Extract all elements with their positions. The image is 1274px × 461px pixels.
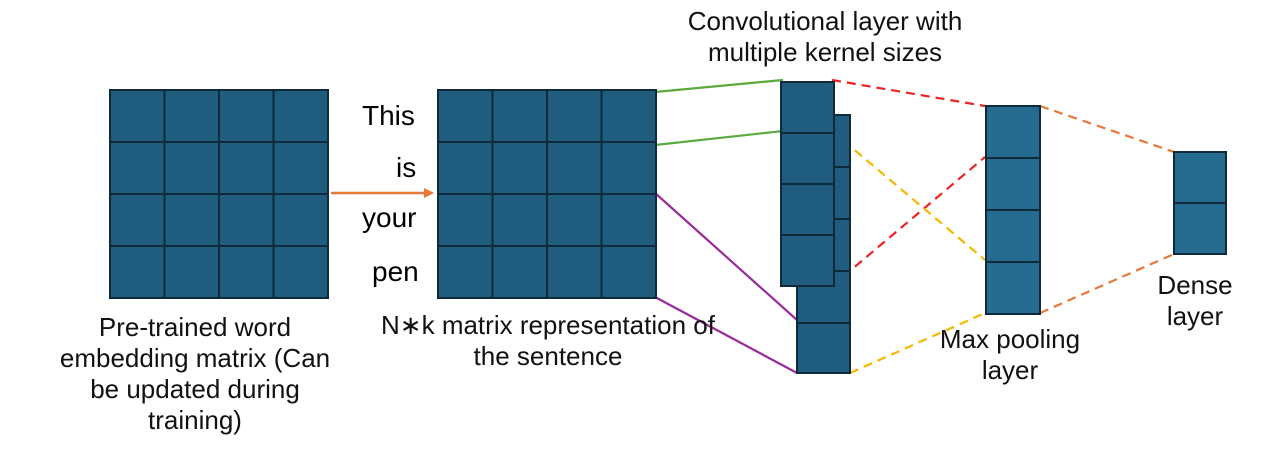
kernel2-window-line-top (654, 192, 798, 321)
sentence-matrix-cell (491, 193, 548, 247)
kernel-window-line-top (654, 78, 784, 94)
embedding-matrix-cell (109, 245, 166, 299)
embedding-matrix-cell (163, 193, 220, 247)
sentence-word-this: This (362, 100, 415, 131)
sentence-matrix-cell (600, 245, 657, 299)
conv-feature-map-k2-cell (796, 320, 851, 374)
conv-feature-map-front-cell (780, 183, 835, 236)
embedding-matrix-cell (109, 141, 166, 195)
conv-feature-map-front-cell (780, 234, 835, 287)
sentence-matrix-cell (600, 89, 657, 143)
embedding-matrix-cell (272, 89, 329, 143)
kernel2-window-line-bottom (654, 296, 798, 374)
maxpool-vector (985, 105, 1041, 315)
maxpool-vector-cell (985, 261, 1041, 315)
embedding-matrix-cell (163, 89, 220, 143)
embedding-label-line-2: embedding matrix (Can (59, 343, 331, 373)
pool-line-yellow-top (831, 130, 986, 261)
sentence-matrix-cell (600, 193, 657, 247)
sentence-matrix-cell (600, 141, 657, 195)
sentence-word-is: is (396, 152, 417, 183)
embedding-matrix-cell (109, 193, 166, 247)
sentence-matrix-cell (546, 193, 603, 247)
dense-vector-cell (1173, 151, 1227, 204)
embedding-matrix-cell (218, 193, 275, 247)
embedding-label-line-1: Pre-trained word (98, 312, 292, 342)
sentence-word-pen: pen (372, 256, 419, 287)
pool-line-yellow-bottom (849, 311, 986, 375)
sentence-matrix-cell (437, 89, 494, 143)
sentence-matrix-cell (546, 245, 603, 299)
embedding-matrix-cell (163, 245, 220, 299)
conv-layer-label: Convolutional layer with multiple kernel… (635, 6, 1015, 68)
conv-feature-map-front (780, 81, 835, 287)
sentence-matrix-cell (437, 245, 494, 299)
sentence-label-line-1: N∗k matrix representation of (381, 310, 715, 340)
sentence-matrix (437, 89, 657, 299)
sentence-matrix-cell (491, 141, 548, 195)
conv-label-line-2: multiple kernel sizes (707, 37, 943, 67)
maxpool-label-line-2: layer (981, 355, 1039, 385)
conv-feature-map-front-cell (780, 132, 835, 185)
embedding-matrix-label: Pre-trained word embedding matrix (Can b… (25, 312, 365, 436)
pool-line-red-bottom (831, 156, 986, 287)
maxpool-layer-label: Max pooling layer (915, 324, 1105, 386)
sentence-matrix-cell (437, 193, 494, 247)
maxpool-vector-cell (985, 209, 1041, 263)
maxpool-label-line-1: Max pooling (939, 324, 1081, 354)
embedding-matrix-cell (272, 193, 329, 247)
sentence-matrix-cell (546, 89, 603, 143)
embedding-matrix (109, 89, 329, 299)
embedding-matrix-cell (272, 141, 329, 195)
conv-label-line-1: Convolutional layer with (687, 6, 963, 36)
sentence-matrix-cell (546, 141, 603, 195)
kernel-window-line-bottom (654, 129, 784, 147)
embedding-label-line-4: training) (148, 405, 242, 435)
embedding-label-line-3: be updated during (90, 374, 300, 404)
matrix-blocks (109, 81, 1227, 374)
sentence-matrix-cell (437, 141, 494, 195)
dense-line-bottom (1039, 252, 1175, 315)
dense-label-line-1: Dense (1157, 270, 1233, 300)
maxpool-vector-cell (985, 157, 1041, 211)
dense-layer-label: Dense layer (1140, 270, 1250, 332)
maxpool-vector-cell (985, 105, 1041, 159)
embedding-matrix-cell (163, 141, 220, 195)
sentence-matrix-cell (491, 89, 548, 143)
pool-line-red-top (831, 78, 986, 108)
embedding-matrix-cell (218, 245, 275, 299)
sentence-matrix-cell (491, 245, 548, 299)
sentence-word-your: your (362, 202, 417, 233)
embedding-matrix-cell (218, 141, 275, 195)
connection-lines (654, 78, 1175, 375)
embedding-matrix-cell (272, 245, 329, 299)
embedding-matrix-cell (109, 89, 166, 143)
dense-line-top (1039, 104, 1175, 154)
dense-vector-cell (1173, 202, 1227, 255)
conv-feature-map-front-cell (780, 81, 835, 134)
embedding-matrix-cell (218, 89, 275, 143)
sentence-label-line-2: the sentence (473, 341, 623, 371)
sentence-matrix-label: N∗k matrix representation of the sentenc… (348, 310, 748, 372)
dense-label-line-2: layer (1166, 301, 1224, 331)
dense-vector (1173, 151, 1227, 255)
